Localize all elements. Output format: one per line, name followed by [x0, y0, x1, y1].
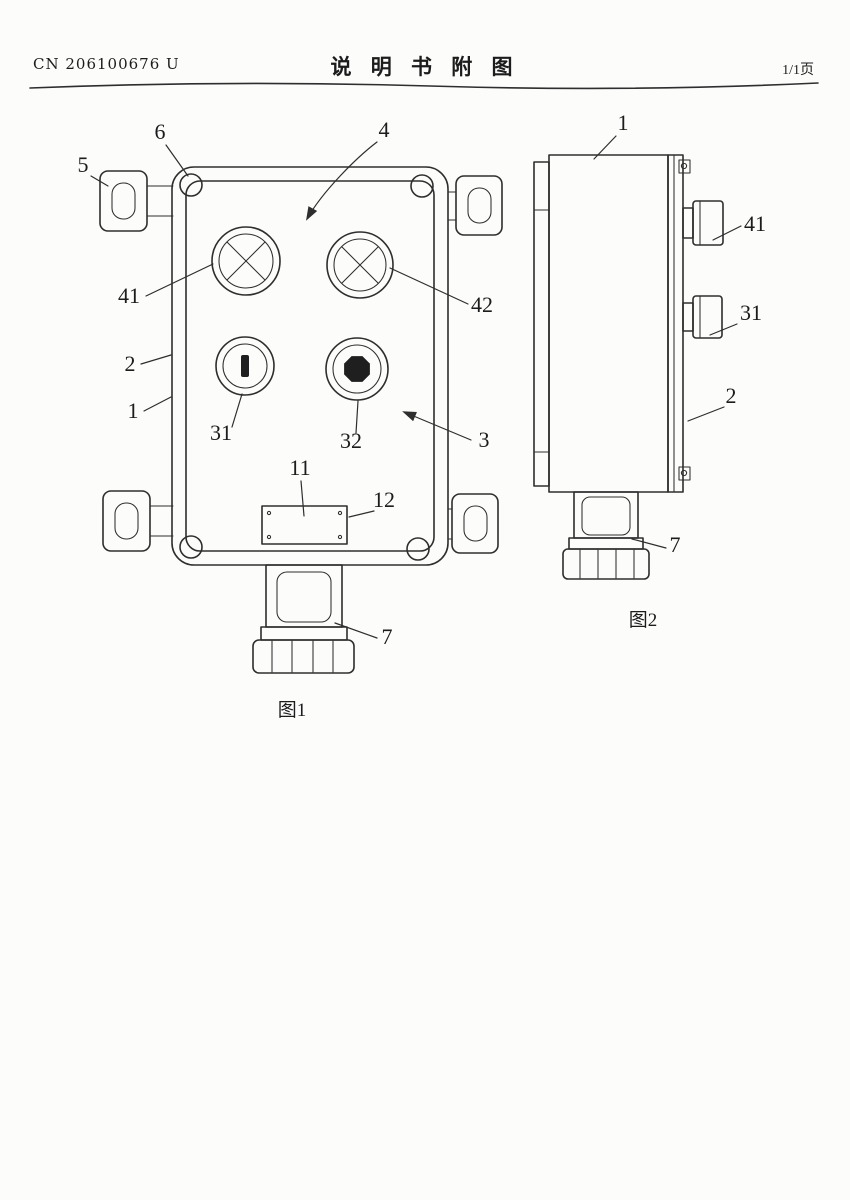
- indicator-lamp-42: [326, 231, 394, 299]
- leader-11: [300, 480, 305, 517]
- ref-label-2: 2: [125, 351, 136, 376]
- side-connector-41: [682, 200, 724, 246]
- ref-label-12: 12: [373, 487, 395, 512]
- side-body-outline: [548, 154, 669, 493]
- pushbutton-31: [215, 336, 275, 396]
- mounting-ear-top-right: [447, 175, 503, 236]
- corner-bolt: [410, 174, 434, 198]
- leader-7: [334, 622, 378, 639]
- ref-label-2: 2: [726, 383, 737, 408]
- cable-gland-side: [562, 491, 650, 580]
- figure2-side-view: 1 41 31 2 7 图2: [533, 110, 766, 631]
- leader-41: [712, 225, 742, 241]
- side-connector-31: [682, 295, 723, 339]
- leader-31: [709, 323, 738, 336]
- ref-label-7: 7: [670, 532, 681, 557]
- mounting-ear-bottom-right: [447, 493, 499, 554]
- ref-label-42: 42: [471, 292, 493, 317]
- leader-7: [631, 538, 667, 549]
- ref-label-5: 5: [78, 152, 89, 177]
- pushbutton-32: [325, 337, 389, 401]
- ref-label-32: 32: [340, 428, 362, 453]
- flange-bolt-top: [678, 159, 691, 174]
- ref-label-6: 6: [155, 119, 166, 144]
- indicator-lamp-41: [211, 226, 281, 296]
- figure2-caption: 图2: [629, 610, 658, 631]
- ref-label-1: 1: [128, 398, 139, 423]
- figure1-front-view: 6 5 4 41 42 2 1 31 32 3 11 12 7 图1: [78, 117, 503, 721]
- ref-label-31: 31: [210, 420, 232, 445]
- leader-arrow-3: [402, 411, 472, 441]
- patent-number: CN 206100676 U: [33, 55, 180, 73]
- corner-bolt: [406, 537, 430, 561]
- leader-arrow-4: [306, 141, 378, 221]
- enclosure-inner-outline: [185, 180, 435, 552]
- nameplate: [261, 505, 348, 545]
- side-left-flange: [533, 161, 550, 487]
- mounting-ear-top-left: [99, 170, 174, 232]
- page-number: 1/1页: [782, 63, 814, 78]
- cable-gland-front: [252, 564, 355, 674]
- leader-41: [145, 263, 214, 297]
- leader-12: [348, 510, 375, 518]
- leader-6: [165, 144, 189, 177]
- document-title: 说 明 书 附 图: [330, 55, 520, 79]
- leader-5: [90, 175, 109, 187]
- leader-32: [355, 400, 359, 434]
- ref-label-41: 41: [118, 283, 140, 308]
- ref-label-11: 11: [289, 455, 310, 480]
- leader-31: [231, 393, 243, 428]
- leader-2: [140, 354, 172, 365]
- figure1-caption: 图1: [278, 700, 307, 721]
- corner-bolt: [179, 173, 203, 197]
- header-rule: [29, 82, 819, 90]
- corner-bolt: [179, 535, 203, 559]
- ref-label-1: 1: [618, 110, 629, 135]
- ref-label-4: 4: [379, 117, 390, 142]
- side-right-flange: [667, 154, 684, 493]
- ref-label-41: 41: [744, 211, 766, 236]
- ref-label-3: 3: [479, 427, 490, 452]
- ref-label-7: 7: [382, 624, 393, 649]
- leader-2: [687, 406, 725, 422]
- leader-42: [389, 267, 469, 305]
- leader-1: [593, 135, 617, 160]
- mounting-ear-bottom-left: [102, 490, 174, 552]
- ref-label-31: 31: [740, 300, 762, 325]
- leader-1: [143, 396, 172, 412]
- flange-bolt-bottom: [678, 466, 691, 481]
